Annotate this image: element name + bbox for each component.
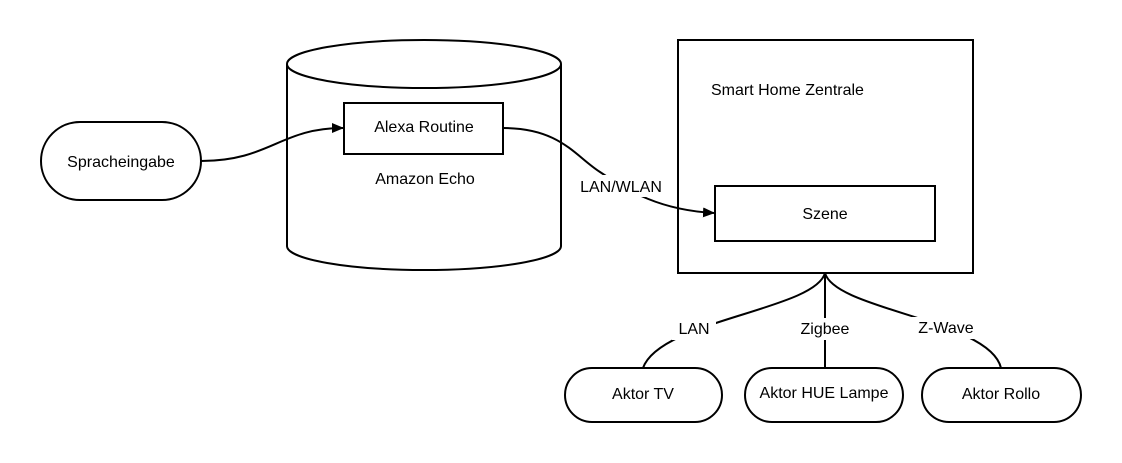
aktor-hue-node: Aktor HUE Lampe [744,367,904,423]
szene-node: Szene [714,185,936,242]
lan-label: LAN [678,321,709,338]
aktor-tv-label: Aktor TV [612,386,674,403]
edge-label-zigbee: Zigbee [793,318,857,340]
edge-spracheingabe-to-alexa [200,123,344,162]
zigbee-label: Zigbee [801,321,850,338]
amazon-echo-label: Amazon Echo [375,171,475,188]
edge-alexa-to-szene [502,127,715,218]
edge-label-lan: LAN [672,318,716,340]
edge-label-lan-wlan: LAN/WLAN [573,175,669,197]
edge-zentrale-to-rollo [824,272,1002,369]
edge-zentrale-to-tv [642,272,826,369]
aktor-rollo-label: Aktor Rollo [962,386,1040,403]
smart-home-zentrale-label: Smart Home Zentrale [711,82,864,99]
zwave-label: Z-Wave [918,320,974,337]
lan-wlan-label: LAN/WLAN [580,179,662,196]
aktor-tv-node: Aktor TV [564,367,723,423]
szene-label: Szene [802,206,847,223]
aktor-hue-label: Aktor HUE Lampe [760,385,889,402]
aktor-rollo-node: Aktor Rollo [921,367,1082,423]
edge-label-zwave: Z-Wave [910,317,982,339]
alexa-routine-node: Alexa Routine [343,102,504,155]
spracheingabe-node: Spracheingabe [40,121,202,201]
spracheingabe-label: Spracheingabe [67,154,175,171]
alexa-routine-label: Alexa Routine [374,119,474,136]
